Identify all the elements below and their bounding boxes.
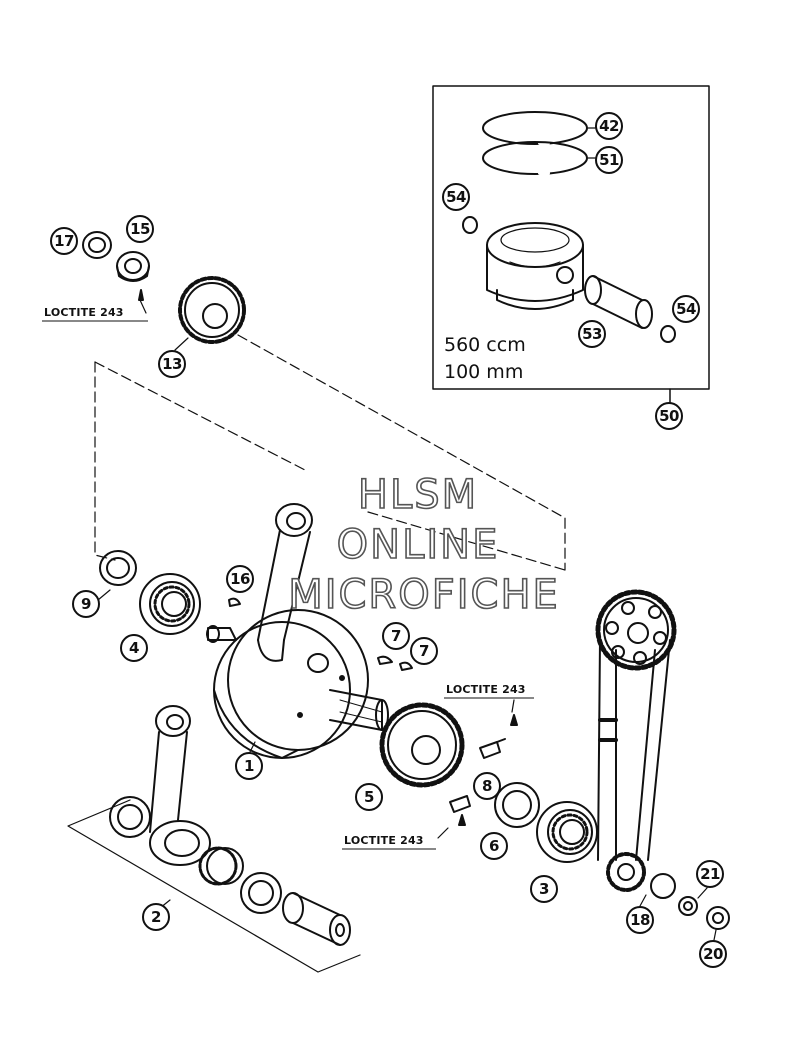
callout-1[interactable]: 1 [235,752,263,780]
callout-5[interactable]: 5 [355,783,383,811]
woodruff-key-7b [399,661,413,671]
callout-42[interactable]: 42 [595,112,623,140]
callout-2[interactable]: 2 [142,903,170,931]
oil-seal-17 [82,231,112,259]
callout-8[interactable]: 8 [473,772,501,800]
washer-21 [678,896,698,916]
watermark-line-2: ONLINE [336,521,500,569]
loctite-note-right-top: LOCTITE 243 [446,683,526,696]
callout-6[interactable]: 6 [480,832,508,860]
callout-16[interactable]: 16 [226,565,254,593]
watermark-line-1: HLSM [357,471,479,519]
piston-ring-51 [482,141,588,175]
callout-54a[interactable]: 54 [442,183,470,211]
callout-3[interactable]: 3 [530,875,558,903]
woodruff-key-16 [228,597,241,607]
piston [486,222,584,310]
callout-7a[interactable]: 7 [382,622,410,650]
circlip-54-right [660,325,676,343]
piston-ring-42 [482,111,588,145]
main-bearing-3 [536,801,598,863]
main-bearing-4 [139,573,201,635]
oil-seal-9 [99,550,137,586]
callout-15[interactable]: 15 [126,215,154,243]
callout-53[interactable]: 53 [578,320,606,348]
callout-54b[interactable]: 54 [672,295,700,323]
piston-kit-frame [432,85,710,390]
spacer-6 [494,782,540,828]
bolt-8-upper [479,714,518,759]
crank-pin [282,892,351,946]
loctite-note-right-bottom: LOCTITE 243 [344,834,424,847]
connecting-rod-lower [149,705,211,866]
woodruff-key-7a [377,655,393,665]
loctite-note-top-left: LOCTITE 243 [44,306,124,319]
connecting-rod-upper [257,503,313,662]
callout-17[interactable]: 17 [50,227,78,255]
thrust-washer-left [109,796,151,838]
callout-20[interactable]: 20 [699,940,727,968]
displacement-label: 560 ccm [444,334,526,356]
callout-4[interactable]: 4 [120,634,148,662]
callout-50[interactable]: 50 [655,402,683,430]
callout-21[interactable]: 21 [696,860,724,888]
circlip-18 [650,873,676,899]
callout-51[interactable]: 51 [595,146,623,174]
crankshaft-1 [206,609,389,759]
nut-20 [706,906,730,930]
circlip-54-left [462,216,478,234]
callout-13[interactable]: 13 [158,350,186,378]
bolt-8-lower [449,795,471,826]
primary-gear-5 [379,702,465,788]
needle-bearing [198,846,244,886]
assembly-lines [94,334,566,571]
crank-sprocket [606,852,646,892]
callout-9[interactable]: 9 [72,590,100,618]
watermark-line-3: MICROFICHE [287,571,560,619]
camshaft-sprocket [595,589,677,671]
timing-chain [597,639,671,861]
bore-label: 100 mm [444,361,524,383]
callout-18[interactable]: 18 [626,906,654,934]
callout-7b[interactable]: 7 [410,637,438,665]
gear-13 [178,276,246,344]
nut-15 [116,251,150,282]
thrust-washer-right [240,872,282,914]
piston-pin [584,275,653,329]
